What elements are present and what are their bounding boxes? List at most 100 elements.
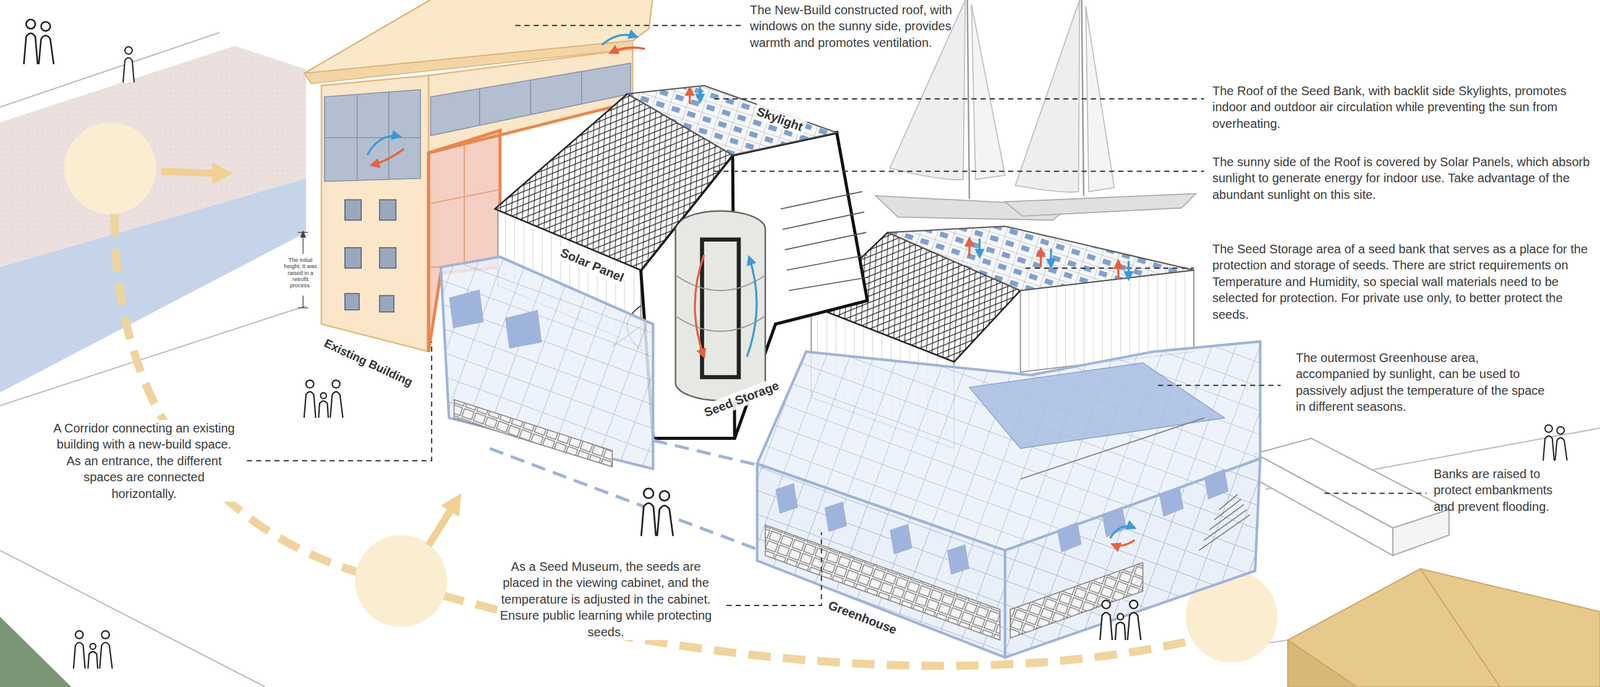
ventilation-arrows <box>1110 526 1136 539</box>
embankment-blocks <box>1287 640 1358 687</box>
seed-storage-building <box>440 85 869 470</box>
sailboats <box>1015 0 1080 193</box>
ventilation-arrows <box>1127 260 1130 280</box>
existing-building <box>302 295 304 308</box>
right-greenhouse-building <box>1198 494 1251 551</box>
part-label: Solar Panel <box>555 243 629 287</box>
seed-storage-building <box>675 275 766 332</box>
right-greenhouse-building <box>947 544 970 575</box>
existing-building <box>321 75 429 352</box>
people-icons <box>123 46 135 83</box>
right-greenhouse-building <box>1005 458 1261 658</box>
sailboats <box>875 0 1196 221</box>
part-label: Greenhouse <box>823 596 902 640</box>
note-text: The initial height. It was raised in a r… <box>281 257 320 290</box>
leader-lines <box>726 532 822 606</box>
right-greenhouse-building <box>765 525 1001 641</box>
existing-building <box>379 247 396 269</box>
ventilation-arrows <box>1112 540 1135 546</box>
sailboats <box>1081 0 1084 196</box>
existing-building <box>379 199 396 221</box>
existing-building <box>297 307 309 309</box>
ventilation-arrows <box>1117 260 1120 280</box>
ventilation-arrows <box>688 87 691 104</box>
existing-building <box>379 295 394 312</box>
callout-text: The Roof of the Seed Bank, with backlit … <box>1212 82 1593 132</box>
ventilation-arrows <box>367 136 400 156</box>
people-icons <box>641 489 673 537</box>
ground <box>0 617 72 687</box>
leader-lines <box>515 24 744 26</box>
seed-storage-building <box>440 257 653 470</box>
part-label: Seed Storage <box>699 376 784 422</box>
existing-building <box>324 91 421 181</box>
people-icons <box>24 19 1568 670</box>
leader-lines <box>1157 385 1281 387</box>
callout-text: A Corridor connecting an existing buildi… <box>51 420 237 503</box>
leader-lines <box>714 98 1204 100</box>
right-greenhouse-building <box>887 226 1194 291</box>
right-greenhouse-building <box>757 464 1006 658</box>
people-icons <box>24 19 54 65</box>
leader-lines <box>246 341 432 462</box>
route-path <box>161 171 217 174</box>
people-icons <box>304 380 344 418</box>
existing-building <box>304 40 633 84</box>
callout-text: The outermost Greenhouse area, accompani… <box>1295 349 1556 416</box>
seed-storage-building <box>675 211 766 402</box>
right-greenhouse-building <box>1057 522 1082 553</box>
existing-building <box>344 199 362 221</box>
leader-lines <box>714 170 1204 172</box>
existing-building <box>428 142 501 268</box>
right-greenhouse-building <box>1204 469 1230 500</box>
sailboats <box>967 0 970 200</box>
sailboats <box>1005 193 1197 216</box>
seed-storage-building <box>505 310 542 350</box>
ventilation-arrows <box>699 85 702 103</box>
seed-storage-building <box>627 85 837 156</box>
route-path <box>428 510 451 546</box>
ground <box>0 550 266 687</box>
callout-text: The sunny side of the Roof is covered by… <box>1212 153 1593 203</box>
seed-storage-building <box>448 289 484 329</box>
right-greenhouse-building <box>1159 486 1184 517</box>
ventilation-arrows <box>968 238 971 258</box>
route-path <box>440 493 462 518</box>
ground <box>0 306 307 407</box>
ground <box>0 178 307 393</box>
right-greenhouse-building <box>775 483 798 514</box>
ventilation-arrows <box>694 254 705 357</box>
callout-text: As a Seed Museum, the seeds are placed i… <box>497 558 715 641</box>
existing-building <box>344 247 362 269</box>
seed-storage-building <box>453 400 613 468</box>
ventilation-arrows <box>746 257 757 358</box>
right-greenhouse-building <box>969 362 1225 449</box>
ventilation-arrows <box>610 47 645 54</box>
connection-dashes <box>489 440 766 551</box>
ventilation-arrows <box>1039 249 1042 268</box>
seed-storage-building <box>780 191 869 291</box>
existing-building <box>344 293 360 310</box>
people-icons <box>1099 600 1141 641</box>
ventilation-arrows <box>978 238 981 258</box>
sailboats <box>971 4 1005 180</box>
embankment-blocks <box>1420 569 1501 687</box>
route-path <box>354 535 447 627</box>
ventilation-arrows <box>371 148 405 166</box>
part-label: Existing Building <box>319 334 418 392</box>
existing-building <box>324 89 421 182</box>
ventilation-arrows <box>367 34 1135 546</box>
leader-lines <box>1025 267 1194 269</box>
right-greenhouse-building <box>889 524 912 555</box>
callout-text: Banks are raised to protect embankments … <box>1433 466 1576 515</box>
part-label: Skylight <box>751 102 808 137</box>
embankment-blocks <box>1287 569 1600 687</box>
ventilation-arrows <box>1049 249 1052 268</box>
callout-text: The Seed Storage area of a seed bank tha… <box>1212 241 1593 323</box>
embankment-blocks <box>1392 510 1450 556</box>
right-greenhouse-building <box>824 502 847 533</box>
people-icons <box>73 631 113 669</box>
